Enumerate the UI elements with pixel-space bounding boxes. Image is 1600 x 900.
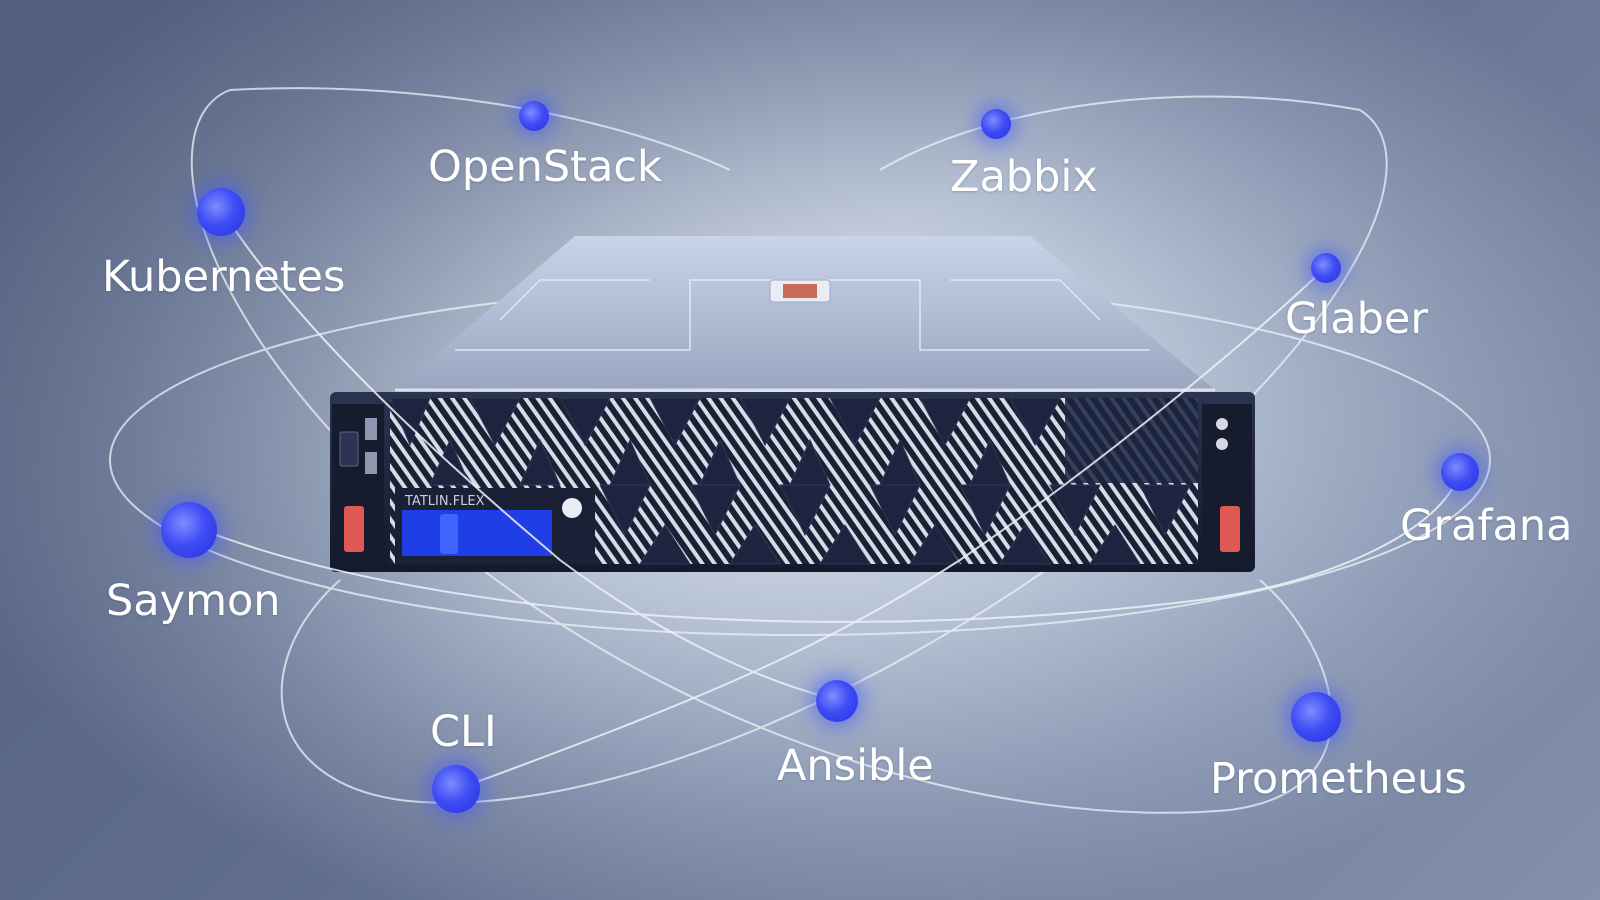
label-openstack: OpenStack <box>428 142 662 192</box>
left-handle <box>344 506 364 552</box>
label-grafana: Grafana <box>1400 501 1573 551</box>
label-kubernetes: Kubernetes <box>102 252 346 302</box>
lock-icon <box>562 498 582 518</box>
label-cli: CLI <box>430 707 497 757</box>
orbit-front-c <box>189 469 1461 623</box>
right-handle <box>1220 506 1240 552</box>
label-glaber: Glaber <box>1285 294 1429 344</box>
node-zabbix <box>981 109 1011 139</box>
node-kubernetes <box>197 188 245 236</box>
node-saymon <box>161 502 217 558</box>
node-grafana <box>1441 453 1479 491</box>
node-cli <box>432 765 480 813</box>
orbit-front-b <box>454 267 1326 791</box>
node-glaber <box>1311 253 1341 283</box>
rack-server-icon: TATLIN.FLEX <box>330 236 1255 572</box>
orbit-left-loop <box>190 89 1333 814</box>
bezel-triangles <box>389 397 1191 565</box>
orbit-top-right <box>879 95 1361 171</box>
brand-plate: TATLIN.FLEX <box>404 494 485 509</box>
orbit-front-a <box>224 214 841 701</box>
server-lid <box>395 236 1215 390</box>
node-openstack <box>519 101 549 131</box>
label-zabbix: Zabbix <box>950 152 1098 202</box>
orbit-right-loop <box>280 109 1388 804</box>
node-ansible <box>816 680 858 722</box>
label-ansible: Ansible <box>777 741 934 791</box>
label-saymon: Saymon <box>106 576 281 626</box>
orbit-lines-front <box>189 214 1461 791</box>
label-prometheus: Prometheus <box>1210 754 1467 804</box>
orbit-top-left <box>229 87 731 171</box>
node-prometheus <box>1291 692 1341 742</box>
